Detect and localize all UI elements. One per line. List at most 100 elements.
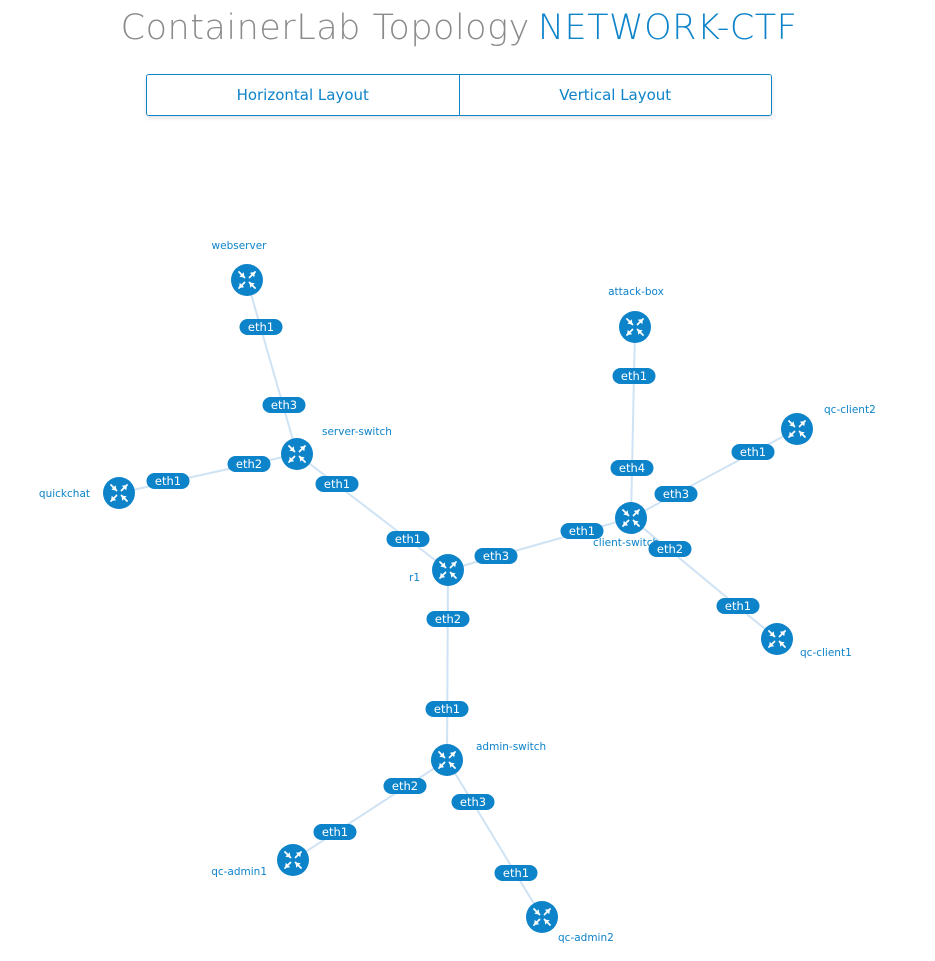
node-qc-client1[interactable]: qc-client1 [761,623,852,659]
node-label: qc-admin1 [211,866,267,878]
interface-badge-client-switch-eth3: eth3 [654,486,698,502]
interface-badge-bg [560,523,604,539]
node-label: client-switch [593,537,659,549]
interface-badge-bg [494,865,538,881]
interface-label: eth1 [324,477,350,491]
link-qc-admin1-admin-switch [292,759,448,861]
node-admin-switch[interactable]: admin-switch [431,741,546,776]
node-label: quickchat [39,488,90,500]
interface-badge-bg [239,319,283,335]
interface-badge-bg [612,368,656,384]
node-server-switch[interactable]: server-switch [281,426,392,470]
interface-badge-bg [648,541,692,557]
interface-label: eth1 [322,825,348,839]
interface-label: eth1 [248,320,274,334]
node-attack-box[interactable]: attack-box [608,286,664,343]
interface-badge-bg [426,611,470,627]
interface-label: eth3 [460,795,486,809]
link-server-switch-r1 [296,453,449,571]
interface-badge-attack-box-eth1: eth1 [612,368,656,384]
interface-label: eth1 [503,866,529,880]
vertical-layout-button[interactable]: Vertical Layout [458,75,771,115]
interface-badge-server-switch-eth3: eth3 [262,397,306,413]
router-icon [231,264,263,296]
interface-label: eth1 [155,474,181,488]
node-quickchat[interactable]: quickchat [39,477,135,509]
node-qc-admin2[interactable]: qc-admin2 [526,901,614,944]
link-r1-admin-switch [446,569,449,761]
node-r1[interactable]: r1 [409,554,464,586]
interface-badge-r1-eth3: eth3 [474,548,518,564]
interface-badge-bg [654,486,698,502]
interface-badge-r1-eth2: eth2 [426,611,470,627]
links-layer [118,279,798,918]
interface-label: eth1 [621,369,647,383]
page-title-lab-name: NETWORK-CTF [537,8,798,48]
node-label: qc-client2 [824,404,876,416]
node-label: r1 [409,572,420,584]
interface-badge-bg [146,473,190,489]
router-icon [761,623,793,655]
link-qc-admin2-admin-switch [446,759,543,918]
link-webserver-server-switch [246,279,298,455]
link-qc-client1-client-switch [630,517,778,640]
interface-badge-bg [386,531,430,547]
link-quickchat-server-switch [118,453,298,494]
interface-badge-client-switch-eth4: eth4 [610,460,654,476]
interface-badge-bg [474,548,518,564]
interface-label: eth3 [663,487,689,501]
interface-badge-bg [731,444,775,460]
interface-badge-client-switch-eth1: eth1 [560,523,604,539]
node-label: qc-admin2 [558,932,614,944]
interface-badge-qc-admin2-eth1: eth1 [494,865,538,881]
layout-button-group: Horizontal Layout Vertical Layout [146,74,772,116]
link-qc-client2-client-switch [630,428,798,519]
link-attack-box-client-switch [630,326,636,519]
node-qc-admin1[interactable]: qc-admin1 [211,844,309,878]
router-icon [526,901,558,933]
interface-label: eth1 [725,599,751,613]
interface-label: eth2 [392,779,418,793]
interface-label: eth3 [271,398,297,412]
interface-badge-admin-switch-eth3: eth3 [451,794,495,810]
node-qc-client2[interactable]: qc-client2 [781,404,876,445]
router-icon [615,502,647,534]
node-label: admin-switch [476,741,546,753]
interface-label: eth2 [657,542,683,556]
node-client-switch[interactable]: client-switch [593,502,659,549]
interface-badge-qc-client2-eth1: eth1 [731,444,775,460]
interface-badge-qc-admin1-eth1: eth1 [313,824,357,840]
interfaces-layer: eth1 eth3 eth1 eth2 eth1 eth1 eth3 eth1 eth2 eth1… [146,319,775,881]
page-title-prefix: ContainerLab Topology [120,8,530,48]
router-icon [103,477,135,509]
interface-label: eth1 [569,524,595,538]
interface-badge-bg [313,824,357,840]
router-icon [619,311,651,343]
interface-label: eth1 [434,702,460,716]
interface-badge-admin-switch-eth1: eth1 [425,701,469,717]
interface-badge-server-switch-eth1: eth1 [315,476,359,492]
interface-badge-admin-switch-eth2: eth2 [383,778,427,794]
interface-label: eth2 [236,457,262,471]
interface-badge-webserver-eth1: eth1 [239,319,283,335]
interface-label: eth4 [619,461,645,475]
interface-badge-r1-eth1: eth1 [386,531,430,547]
interface-badge-bg [227,456,271,472]
interface-badge-server-switch-eth2: eth2 [227,456,271,472]
interface-badge-qc-client1-eth1: eth1 [716,598,760,614]
interface-badge-client-switch-eth2: eth2 [648,541,692,557]
nodes-layer: webserver attack-box qc-client2 server-swit… [39,240,876,944]
node-label: server-switch [322,426,392,438]
interface-label: eth1 [395,532,421,546]
router-icon [431,744,463,776]
horizontal-layout-button[interactable]: Horizontal Layout [147,75,459,115]
interface-badge-bg [425,701,469,717]
node-label: webserver [212,240,268,252]
interface-badge-bg [383,778,427,794]
interface-badge-bg [262,397,306,413]
interface-badge-quickchat-eth1: eth1 [146,473,190,489]
interface-badge-bg [451,794,495,810]
node-webserver[interactable]: webserver [212,240,268,296]
node-label: attack-box [608,286,664,298]
